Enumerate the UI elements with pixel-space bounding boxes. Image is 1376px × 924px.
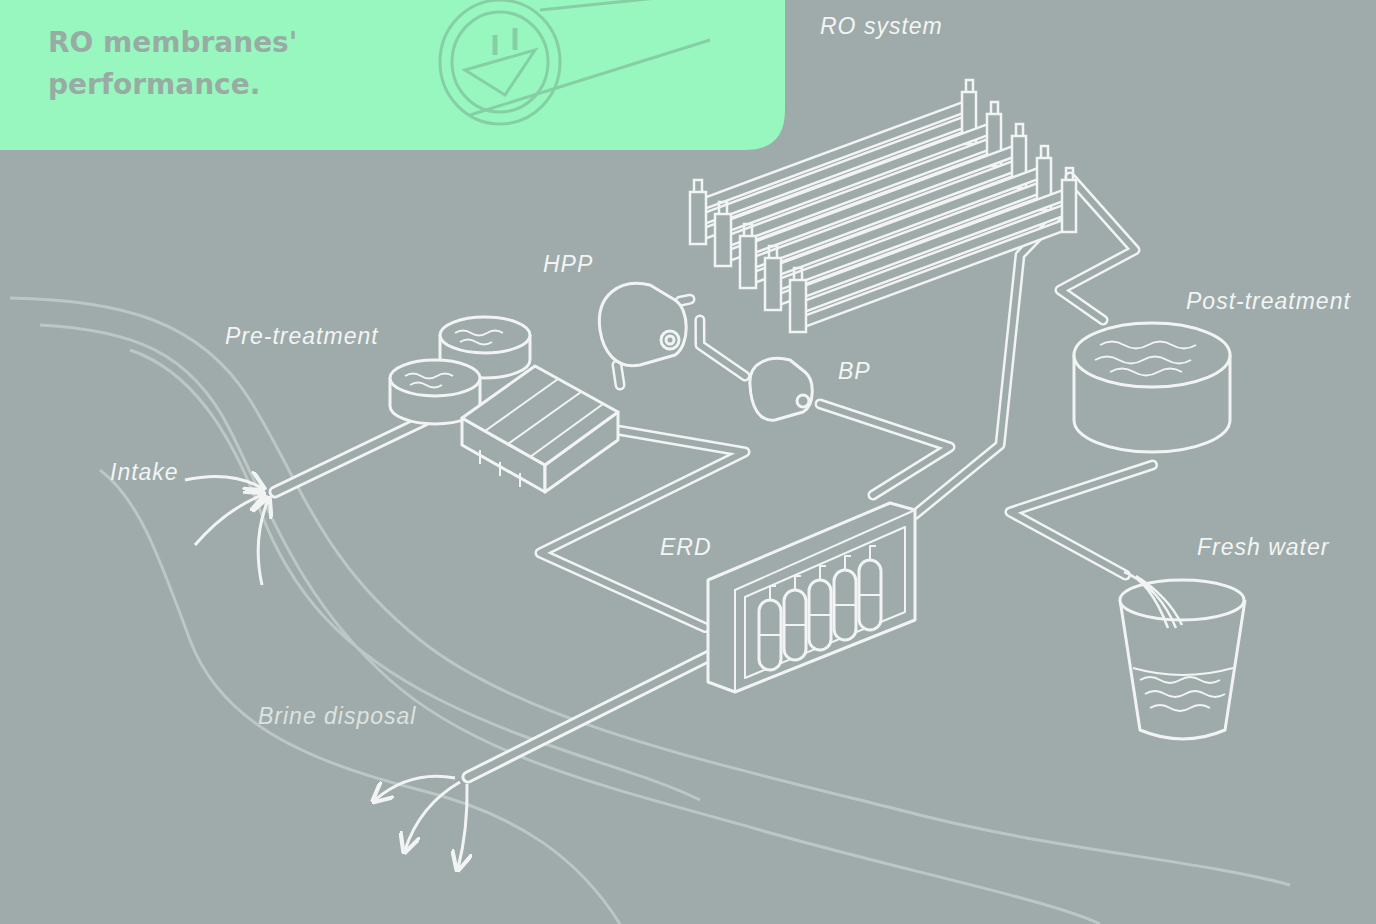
pipe-outline: [680, 299, 690, 301]
pipe-connector: [820, 404, 950, 495]
pipe-outline: [1060, 177, 1135, 320]
membrane-sketch: [440, 0, 735, 124]
pipe-connector: [680, 299, 690, 301]
component-node: BP: [745, 355, 820, 425]
pipe-connector: [1010, 465, 1153, 575]
river: [10, 298, 1290, 924]
tank-water: [405, 374, 453, 388]
tank-water: [455, 331, 503, 345]
pipe-inner: [820, 404, 950, 495]
building-roof: [462, 366, 618, 465]
river-line: [130, 350, 700, 800]
heading-panel: [0, 0, 785, 150]
river-line: [40, 325, 1100, 924]
erd-fittings: [759, 546, 881, 635]
rack-plate: [690, 192, 706, 244]
water-stream: [1124, 572, 1182, 628]
pump-hub: [661, 331, 679, 349]
component-label: Fresh water: [1197, 533, 1329, 561]
tank-top: [440, 317, 530, 353]
pipe-outline: [617, 365, 620, 385]
intake-pipe: [275, 420, 425, 492]
erd-box: [708, 503, 915, 692]
pipe-inner: [1010, 465, 1153, 575]
intake-arrow: [195, 495, 262, 545]
brine-arrow: [405, 782, 460, 850]
tank-top: [390, 360, 480, 396]
brine-pipe: [468, 648, 725, 777]
pipe-outline: [700, 320, 745, 376]
component-node: RO system: [690, 60, 1070, 320]
place-label: Intake: [110, 458, 179, 486]
component-label: BP: [838, 357, 871, 385]
tank-water: [1095, 342, 1196, 376]
intake-arrows: [185, 476, 268, 585]
component-label: ERD: [660, 533, 712, 561]
building-doors: [480, 450, 520, 487]
erd-window: [745, 527, 905, 678]
pipe-connector: [617, 365, 620, 385]
rack-plate: [715, 214, 731, 266]
component-node: Pre-treatment: [385, 315, 620, 490]
rack-plate: [740, 236, 756, 288]
place-label: Brine disposal: [258, 702, 416, 730]
intake-arrow: [185, 476, 262, 488]
pipe-connector: [700, 320, 745, 376]
membrane-bolts: [495, 28, 515, 55]
components: [390, 283, 812, 492]
pump-hub: [797, 395, 809, 407]
brine-pipe-inner: [468, 648, 725, 777]
pipe-connector: [1060, 177, 1135, 320]
rack-plate: [1062, 180, 1076, 232]
component-label: RO system: [820, 12, 943, 40]
brine-arrows: [375, 776, 467, 868]
tank-top: [1074, 323, 1230, 387]
rack-plate: [765, 258, 781, 310]
pump-body: [750, 358, 812, 420]
membrane-cut: [465, 50, 535, 95]
pipe-inner: [700, 320, 745, 376]
rack-nub: [794, 168, 1073, 280]
pipe-inner: [680, 299, 690, 301]
components-2: [708, 323, 1245, 739]
ro-rack: [690, 80, 1076, 332]
component-label: Post-treatment: [1186, 287, 1351, 315]
heading: RO membranes' performance.: [48, 22, 348, 106]
pipe-inner: [1060, 177, 1135, 320]
cup-rim: [1120, 580, 1244, 620]
cup-water: [1133, 668, 1233, 711]
component-node: Fresh water: [1115, 575, 1245, 740]
brine-arrow: [375, 776, 455, 800]
component-node: Post-treatment: [1070, 320, 1235, 465]
pump-shaft: [666, 336, 674, 344]
membrane-tube: [800, 223, 1070, 323]
pipe-outline: [820, 404, 950, 495]
pipe-inner: [617, 365, 620, 385]
river-line: [100, 470, 620, 924]
pipe-outline: [1010, 465, 1153, 575]
erd-edge: [735, 510, 915, 692]
pump-body: [599, 283, 686, 365]
brine-arrow: [458, 784, 467, 868]
rack-plate: [790, 280, 806, 332]
component-label: Pre-treatment: [225, 322, 379, 350]
component-label: HPP: [543, 250, 593, 278]
intake-pipe-inner: [275, 420, 425, 492]
component-node: ERD: [705, 495, 915, 690]
intake-arrow: [258, 500, 268, 585]
component-node: HPP: [590, 280, 680, 365]
membrane-tube: [800, 208, 1070, 308]
roof-ridges: [485, 379, 603, 457]
membrane-end-inner: [452, 12, 548, 112]
